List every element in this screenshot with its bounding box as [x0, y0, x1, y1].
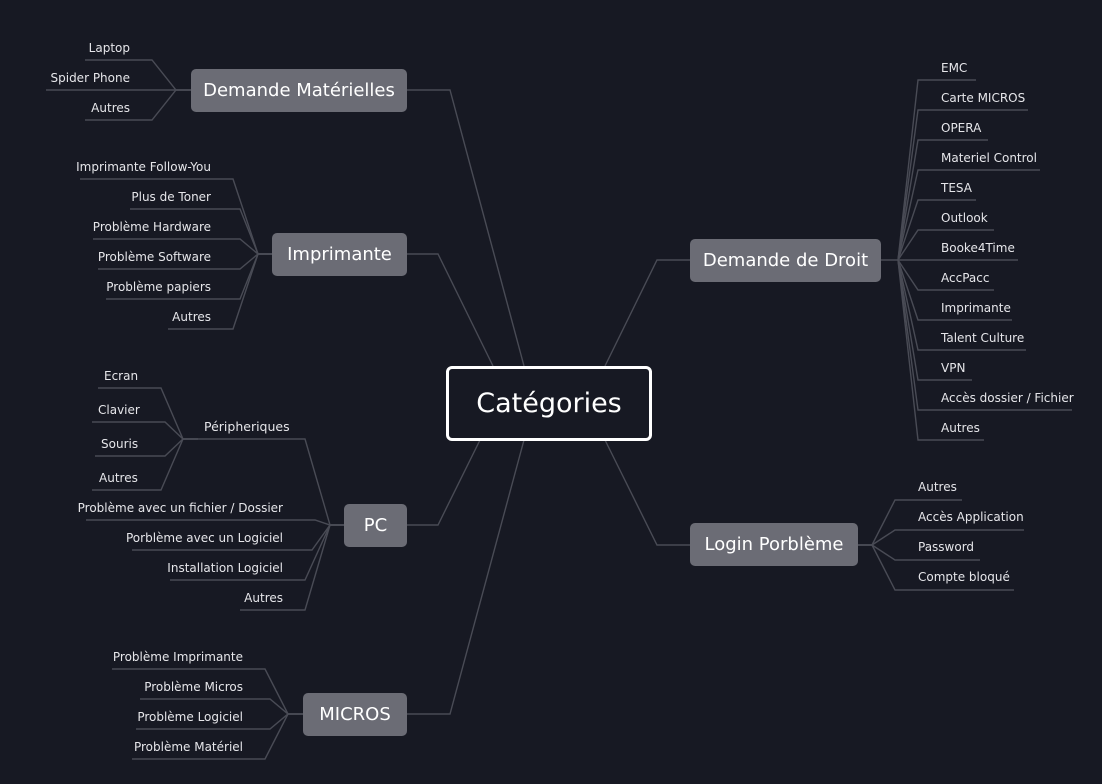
leaf-droit-imprimante[interactable]: Imprimante [941, 301, 1011, 315]
leaf-imprimante-hardware[interactable]: Problème Hardware [92, 220, 211, 234]
branch-login-probleme[interactable]: Login Porblème [690, 523, 858, 566]
leaf-peri-clavier[interactable]: Clavier [98, 403, 140, 417]
leaf-pc-logiciel[interactable]: Porblème avec un Logiciel [126, 531, 283, 545]
leaf-login-compte-bloque[interactable]: Compte bloqué [918, 570, 1010, 584]
connector-droit-12 [897, 259, 1072, 411]
leaf-imprimante-autres[interactable]: Autres [172, 310, 211, 324]
root-node-categories[interactable]: Catégories [446, 366, 652, 441]
leaf-droit-autres[interactable]: Autres [941, 421, 980, 435]
connector-droit-6 [897, 229, 994, 261]
connector-root-droit [604, 259, 690, 367]
leaf-droit-acces-dossier[interactable]: Accès dossier / Fichier [941, 391, 1074, 405]
leaf-pc-installation[interactable]: Installation Logiciel [167, 561, 283, 575]
connector-droit-4 [897, 169, 1040, 261]
leaf-login-autres[interactable]: Autres [918, 480, 957, 494]
connector-droit-8 [897, 259, 994, 291]
leaf-droit-vpn[interactable]: VPN [941, 361, 966, 375]
connector-droit-3 [897, 139, 988, 261]
leaf-droit-outlook[interactable]: Outlook [941, 211, 988, 225]
connector-micros-4 [132, 713, 303, 760]
connector-droit-13 [897, 259, 984, 441]
leaf-peri-autres[interactable]: Autres [99, 471, 138, 485]
leaf-materiel-laptop[interactable]: Laptop [88, 41, 130, 55]
leaf-droit-carte-micros[interactable]: Carte MICROS [941, 91, 1026, 105]
leaf-droit-emc[interactable]: EMC [941, 61, 968, 75]
leaf-droit-booke4time[interactable]: Booke4Time [941, 241, 1015, 255]
leaf-login-acces-application[interactable]: Accès Application [918, 510, 1024, 524]
leaf-materiel-spider-phone[interactable]: Spider Phone [50, 71, 131, 85]
leaf-droit-materiel-control[interactable]: Materiel Control [941, 151, 1037, 165]
connector-root-micros [407, 439, 525, 715]
leaf-micros-logiciel[interactable]: Problème Logiciel [137, 710, 243, 724]
leaf-peri-souris[interactable]: Souris [101, 437, 139, 451]
leaf-materiel-autres[interactable]: Autres [91, 101, 130, 115]
leaf-login-password[interactable]: Password [918, 540, 975, 554]
connector-root-materiel [407, 89, 525, 367]
leaf-micros-micros[interactable]: Problème Micros [144, 680, 243, 694]
connector-droit-10 [897, 259, 1026, 351]
leaf-imprimante-follow-you[interactable]: Imprimante Follow-You [76, 160, 211, 174]
leaf-droit-opera[interactable]: OPERA [941, 121, 982, 135]
connector-peri-4 [92, 438, 198, 491]
connector-root-pc [407, 439, 481, 526]
connector-droit-5 [897, 199, 976, 261]
leaf-peri-ecran[interactable]: Ecran [104, 369, 139, 383]
leaf-droit-talent-culture[interactable]: Talent Culture [941, 331, 1025, 345]
connector-droit-11 [897, 259, 972, 381]
leaf-imprimante-papiers[interactable]: Problème papiers [106, 280, 211, 294]
leaf-droit-tesa[interactable]: TESA [941, 181, 972, 195]
leaf-droit-accpacc[interactable]: AccPacc [941, 271, 990, 285]
branch-micros[interactable]: MICROS [303, 693, 407, 736]
connector-droit-2 [897, 109, 1028, 261]
leaf-pc-fichier-dossier[interactable]: Problème avec un fichier / Dossier [77, 501, 283, 515]
leaf-pc-autres[interactable]: Autres [244, 591, 283, 605]
branch-imprimante[interactable]: Imprimante [272, 233, 407, 276]
connector-droit-1 [897, 79, 976, 261]
branch-pc[interactable]: PC [344, 504, 407, 547]
connector-login-4 [858, 544, 1014, 591]
subnode-peripheriques[interactable]: Péripheriques [204, 419, 290, 434]
connector-root-login [604, 439, 690, 546]
connector-pc-2 [86, 519, 344, 526]
branch-demande-materielles[interactable]: Demande Matérielles [191, 69, 407, 112]
connector-materiel-3 [85, 89, 191, 121]
connector-pc-5 [240, 524, 344, 611]
leaf-imprimante-toner[interactable]: Plus de Toner [131, 190, 211, 204]
connector-droit-9 [897, 259, 1012, 321]
branch-demande-de-droit[interactable]: Demande de Droit [690, 239, 881, 282]
leaf-micros-imprimante[interactable]: Problème Imprimante [112, 650, 243, 664]
connector-imprimante-6 [168, 253, 272, 330]
leaf-imprimante-software[interactable]: Problème Software [97, 250, 211, 264]
leaf-micros-materiel[interactable]: Problème Matériel [133, 740, 243, 754]
connector-root-imprimante [407, 253, 494, 367]
